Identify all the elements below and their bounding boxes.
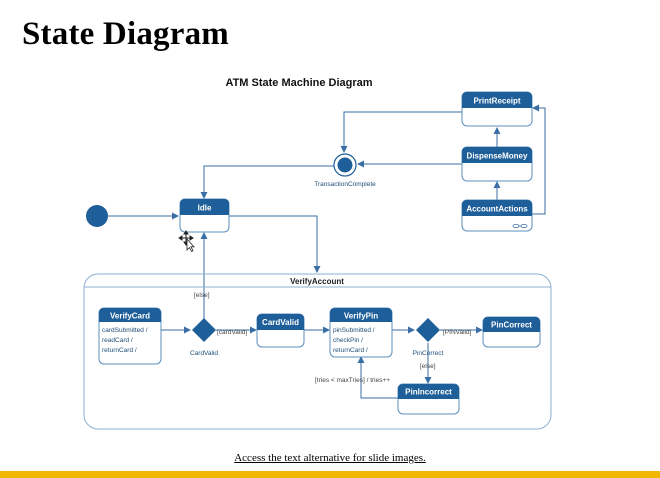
state-dispense-money-label: DispenseMoney — [467, 152, 528, 161]
state-verify-pin: VerifyPin pinSubmitted / checkPin / retu… — [329, 307, 393, 358]
transitions — [108, 104, 546, 399]
card-valid-guard: [cardValid] — [217, 329, 247, 336]
verify-card-action-2: readCard / — [102, 337, 133, 344]
transaction-complete-outer — [333, 153, 357, 177]
composite-verify-account-label: VerifyAccount — [290, 277, 344, 286]
initial-state-node — [86, 205, 108, 227]
diagram-title: ATM State Machine Diagram — [225, 77, 372, 89]
actions-to-receipt-arrow — [530, 104, 546, 215]
state-card-valid-label: CardValid — [262, 318, 299, 327]
card-valid-decision-label: CardValid — [190, 350, 218, 357]
state-card-valid: CardValid — [256, 313, 305, 348]
verify-pin-action-3: returnCard / — [333, 347, 368, 354]
pinincorrect-to-verifypin-arrow — [357, 356, 398, 399]
state-idle: Idle — [179, 198, 230, 233]
verify-pin-action-1: pinSubmitted / — [333, 327, 375, 334]
state-print-receipt-label: PrintReceipt — [473, 97, 520, 106]
slide-title: State Diagram — [22, 16, 229, 52]
tries-guard: [tries < maxTries] / tries++ — [315, 377, 390, 384]
state-idle-label: Idle — [198, 204, 212, 213]
verify-card-action-1: cardSubmitted / — [102, 327, 148, 334]
pin-correct-decision — [416, 318, 440, 342]
receipt-to-complete-arrow — [340, 111, 462, 153]
transaction-complete-label: TransactionComplete — [314, 181, 376, 188]
pin-correct-decision-label: PinCorrect — [413, 350, 444, 357]
state-verify-card: VerifyCard cardSubmitted / readCard / re… — [98, 307, 162, 365]
move-cursor-icon — [178, 230, 195, 253]
transaction-complete-inner — [337, 157, 353, 173]
complete-to-idle-arrow — [200, 165, 334, 199]
composite-verify-account: VerifyAccount — [83, 273, 552, 430]
state-pin-incorrect-label: PinIncorrect — [405, 388, 452, 397]
diagram-image: ATM State Machine Diagram — [76, 64, 574, 442]
else-guard-1: [else] — [194, 292, 210, 299]
pin-valid-guard: [PINValid] — [443, 329, 472, 336]
state-pin-correct: PinCorrect — [482, 316, 541, 348]
state-account-actions: AccountActions — [461, 199, 533, 232]
text-alternative-link[interactable]: Access the text alternative for slide im… — [234, 452, 426, 464]
else-guard-2: [else] — [420, 363, 436, 370]
verify-pin-action-2: checkPin / — [333, 337, 363, 344]
state-dispense-money: DispenseMoney — [461, 146, 533, 182]
footer-accent-bar — [0, 471, 660, 478]
state-machine-diagram: ATM State Machine Diagram — [83, 77, 552, 430]
composite-state-icon — [512, 223, 528, 228]
state-pin-correct-label: PinCorrect — [491, 321, 532, 330]
state-verify-card-label: VerifyCard — [110, 312, 150, 321]
state-print-receipt: PrintReceipt — [461, 91, 533, 127]
state-pin-incorrect: PinIncorrect — [397, 383, 460, 415]
state-account-actions-label: AccountActions — [466, 205, 528, 214]
idle-to-verifyaccount-arrow — [229, 215, 321, 273]
state-verify-pin-label: VerifyPin — [344, 312, 378, 321]
card-valid-decision — [192, 318, 216, 342]
verify-card-action-3: returnCard / — [102, 347, 137, 354]
